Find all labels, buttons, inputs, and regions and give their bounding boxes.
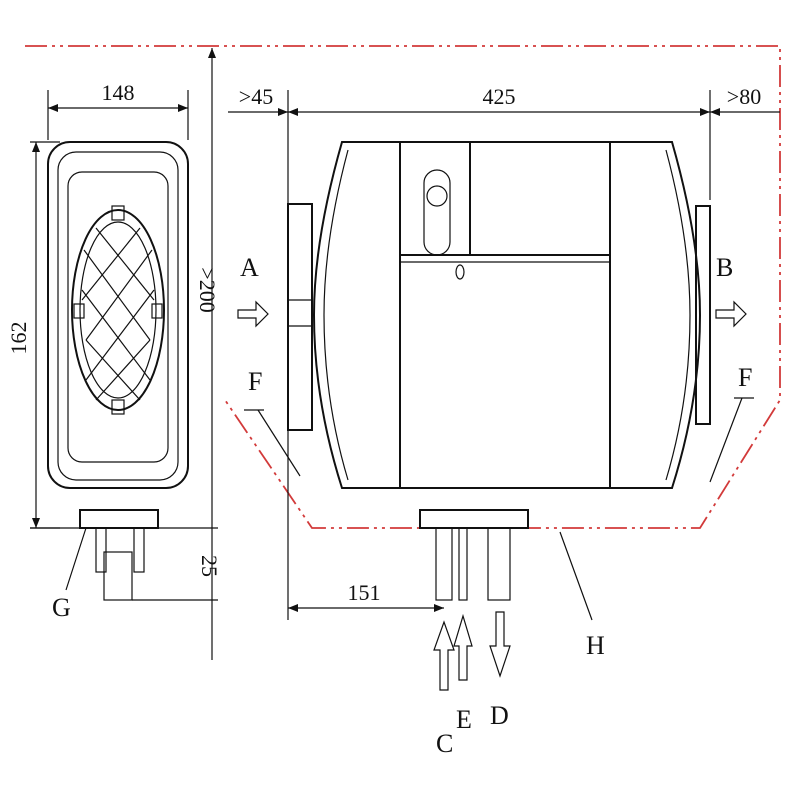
dim-outlet-length: 25 bbox=[197, 555, 222, 577]
front-base-plate bbox=[79, 509, 159, 529]
dim-front-clearance: >200 bbox=[195, 267, 220, 312]
front-tab-top bbox=[111, 205, 125, 221]
side-outlet-collar bbox=[695, 205, 711, 425]
label-F-left: F bbox=[248, 367, 262, 396]
front-tab-bottom bbox=[111, 399, 125, 415]
front-tab-left bbox=[73, 303, 85, 319]
side-body-outline bbox=[312, 141, 702, 489]
arrow-B bbox=[715, 300, 747, 328]
side-indicator bbox=[455, 264, 465, 280]
label-H: H bbox=[586, 631, 605, 660]
side-lifting-eye bbox=[423, 169, 451, 256]
arrow-C bbox=[433, 620, 455, 691]
label-C: C bbox=[436, 729, 453, 758]
front-body-inner bbox=[57, 151, 179, 481]
dim-side-length: 425 bbox=[483, 84, 516, 109]
label-G-leader bbox=[65, 527, 87, 591]
label-B: B bbox=[716, 253, 733, 282]
side-dimensions: >45 425 >80 151 bbox=[228, 84, 780, 620]
label-E: E bbox=[456, 705, 472, 734]
arrow-E bbox=[453, 613, 473, 681]
dim-side-rear-clearance: >80 bbox=[727, 84, 761, 109]
port-E bbox=[458, 527, 468, 601]
side-view bbox=[287, 141, 711, 601]
label-A: A bbox=[240, 253, 259, 282]
side-body-rear-edge bbox=[665, 149, 691, 481]
side-base-plate bbox=[419, 509, 529, 529]
side-control-module bbox=[399, 141, 611, 489]
port-D bbox=[487, 527, 511, 601]
clearance-boundary bbox=[25, 45, 781, 529]
label-F-right: F bbox=[738, 363, 752, 392]
port-arrows bbox=[433, 611, 511, 691]
dim-front-height: 162 bbox=[6, 322, 31, 355]
front-body-panel bbox=[67, 171, 169, 463]
front-port-right bbox=[133, 527, 145, 573]
front-grille-ring-inner bbox=[79, 221, 157, 399]
label-H-leader bbox=[559, 531, 593, 621]
front-grille-ring bbox=[71, 209, 165, 411]
arrow-A bbox=[237, 300, 269, 328]
front-tab-right bbox=[151, 303, 163, 319]
dim-front-width: 148 bbox=[102, 80, 135, 105]
arrow-D bbox=[489, 611, 511, 678]
front-grille-mesh bbox=[81, 227, 155, 401]
label-F-left-leader bbox=[257, 409, 301, 477]
front-outlet-pipe bbox=[103, 551, 133, 601]
side-intake-collar bbox=[287, 203, 313, 431]
port-C bbox=[435, 527, 453, 601]
dim-port-offset: 151 bbox=[348, 580, 381, 605]
flow-arrows: A B bbox=[237, 253, 747, 328]
front-dimensions: 148 162 >200 25 bbox=[6, 48, 222, 660]
dim-side-front-clearance: >45 bbox=[239, 84, 273, 109]
label-D: D bbox=[490, 701, 509, 730]
front-body-outline bbox=[47, 141, 189, 489]
label-F-right-leader bbox=[709, 397, 743, 483]
label-G: G bbox=[52, 593, 71, 622]
side-body-front-edge bbox=[323, 149, 349, 481]
front-view bbox=[47, 141, 189, 601]
